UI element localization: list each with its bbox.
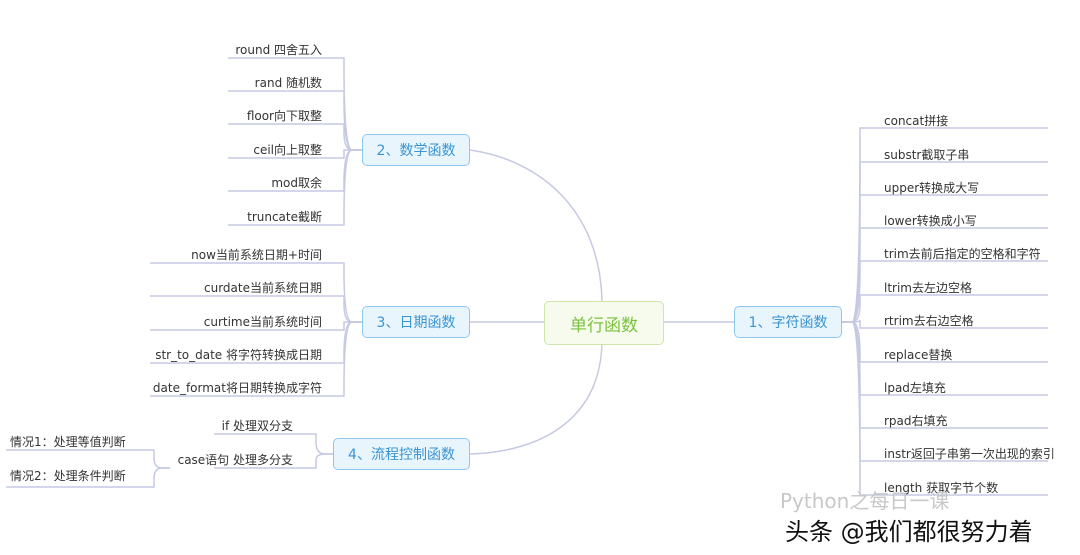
central-topic[interactable]: 单行函数 [544,301,664,345]
leaf-rtrim[interactable]: rtrim去右边空格 [884,314,974,328]
leaf-rand[interactable]: rand 随机数 [254,76,322,90]
edge-case-leaf-1 [6,467,170,488]
edge-string-leaf-2 [842,194,1048,323]
leaf-instr[interactable]: instr返回子串第一次出现的索引 [884,447,1055,461]
watermark-toutiao: 头条 @我们都很努力着 [785,512,1033,547]
leaf-lower[interactable]: lower转换成小写 [884,214,977,228]
edge-string-leaf-11 [842,321,1048,496]
edge-math-leaf-0 [228,57,362,151]
leaf-now[interactable]: now当前系统日期+时间 [191,248,322,262]
edge-center-flow [469,342,603,455]
edge-date-leaf-0 [150,262,362,323]
leaf-case-condition[interactable]: 情况2：处理条件判断 [10,469,126,483]
leaf-upper[interactable]: upper转换成大写 [884,181,980,195]
branch-math-functions[interactable]: 2、数学函数 [362,134,470,166]
leaf-ceil[interactable]: ceil向上取整 [253,143,322,157]
edge-date-leaf-1 [150,295,362,323]
edge-flow-leaf-0 [214,433,333,455]
leaf-trim[interactable]: trim去前后指定的空格和字符 [884,247,1041,261]
branch-string-functions[interactable]: 1、字符函数 [734,306,842,338]
leaf-floor[interactable]: floor向下取整 [246,109,322,123]
leaf-length[interactable]: length 获取字节个数 [884,481,999,495]
leaf-lpad[interactable]: lpad左填充 [884,381,946,395]
branch-date-functions[interactable]: 3、日期函数 [362,306,470,338]
edge-date-leaf-4 [150,321,362,397]
leaf-date-format[interactable]: date_format将日期转换成字符 [152,381,322,395]
leaf-truncate[interactable]: truncate截断 [247,210,322,224]
edge-flow-leaf-1 [214,453,333,469]
edge-math-leaf-3 [228,149,362,159]
edge-string-leaf-3 [842,227,1048,323]
edge-center-math [469,149,603,302]
leaf-case-equal[interactable]: 情况1：处理等值判断 [10,435,126,449]
edge-case-leaf-0 [6,449,170,469]
edge-math-leaf-2 [228,123,362,151]
leaf-ltrim[interactable]: ltrim去左边空格 [884,281,972,295]
leaf-curdate[interactable]: curdate当前系统日期 [204,281,322,295]
leaf-round[interactable]: round 四舍五入 [235,43,322,57]
edge-math-leaf-1 [228,90,362,151]
edge-string-leaf-5 [842,294,1048,323]
leaf-substr[interactable]: substr截取子串 [884,148,970,162]
leaf-concat[interactable]: concat拼接 [884,114,949,128]
branch-flow-control-functions[interactable]: 4、流程控制函数 [333,438,470,470]
leaf-str-to-date[interactable]: str_to_date 将字符转换成日期 [155,348,322,362]
leaf-rpad[interactable]: rpad右填充 [884,414,948,428]
edge-math-leaf-5 [228,149,362,226]
leaf-curtime[interactable]: curtime当前系统时间 [203,315,322,329]
watermark-account: Python之每日一课 [780,489,950,513]
leaf-if[interactable]: if 处理双分支 [221,419,293,433]
edge-date-leaf-2 [150,321,362,331]
leaf-case[interactable]: case语句 处理多分支 [177,453,293,467]
edge-string-leaf-6 [842,319,1048,329]
leaf-replace[interactable]: replace替换 [884,348,953,362]
leaf-mod[interactable]: mod取余 [271,176,322,190]
edge-string-leaf-4 [842,260,1048,323]
